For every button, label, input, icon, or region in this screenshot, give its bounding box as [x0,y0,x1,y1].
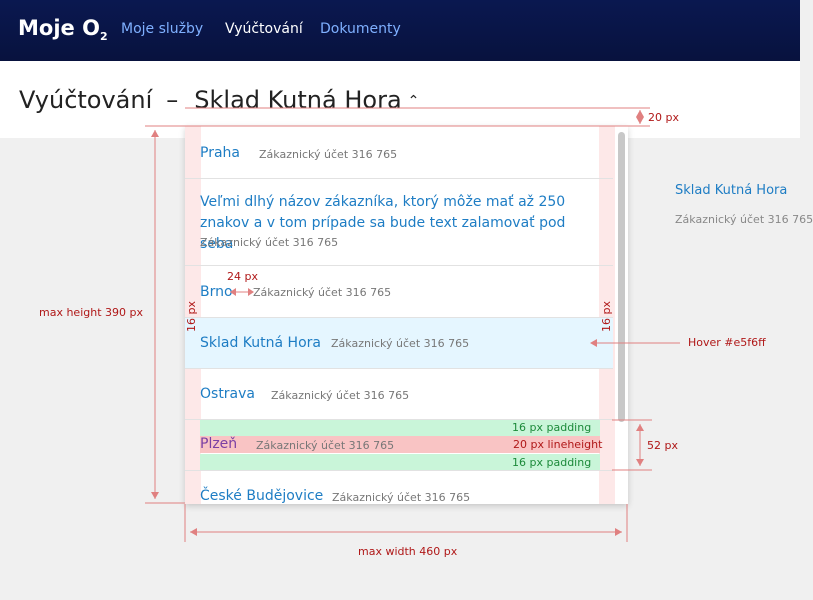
dropdown-item-hover[interactable]: Sklad Kutná Hora Zákaznický účet 316 765 [185,318,613,369]
page-header: Vyúčtování–Sklad Kutná Hora ⌃ [0,61,800,138]
nav-moje-sluzby[interactable]: Moje služby [121,21,204,37]
padding-guide-left [185,126,201,504]
item-name[interactable]: Plzeň [200,436,238,452]
item-name[interactable]: Sklad Kutná Hora [200,335,321,351]
padding-label-bottom: 16 px padding [512,456,592,469]
side-account-number: Zákaznický účet 316 765 [675,213,813,226]
lineheight-guide [200,436,600,453]
account-dropdown[interactable]: Praha Zákaznický účet 316 765 Veľmi dlhý… [185,126,628,504]
dropdown-item[interactable]: Veľmi dlhý názov zákazníka, ktorý môže m… [185,179,613,266]
padding-guide-top [200,420,600,436]
dropdown-item[interactable]: Brno Zákaznický účet 316 765 [185,266,613,318]
lineheight-label: 20 px lineheight [513,438,603,451]
padding-label-top: 16 px padding [512,421,592,434]
item-account: Zákaznický účet 316 765 [253,286,392,299]
title-dash: – [166,86,179,114]
max-width-label: max width 460 px [358,545,458,558]
item-name[interactable]: Praha [200,145,240,161]
max-height-label: max height 390 px [39,306,144,319]
scrollbar-thumb[interactable] [618,132,625,422]
side-account-name[interactable]: Sklad Kutná Hora [675,183,788,198]
item-name[interactable]: Brno [200,284,233,300]
nav-vyuctovani[interactable]: Vyúčtování [225,21,303,37]
account-selector[interactable]: Sklad Kutná Hora ⌃ [194,86,419,114]
chevron-up-icon[interactable]: ⌃ [407,93,420,109]
nav-dokumenty[interactable]: Dokumenty [320,21,401,37]
item-account: Zákaznický účet 316 765 [331,337,470,350]
item-account: Zákaznický účet 316 765 [200,236,339,249]
row-height-label: 52 px [647,439,678,452]
dropdown-item[interactable]: Plzeň Zákaznický účet 316 765 16 px padd… [185,420,613,471]
item-account: Zákaznický účet 316 765 [256,439,395,452]
item-account: Zákaznický účet 316 765 [332,491,471,504]
page-title: Vyúčtování–Sklad Kutná Hora ⌃ [19,86,419,114]
item-account: Zákaznický účet 316 765 [259,148,398,161]
item-account: Zákaznický účet 316 765 [271,389,410,402]
top-navigation-bar: Moje O2 Moje služby Vyúčtování Dokumenty [0,0,800,61]
left-padding-label: 16 px [185,301,198,332]
right-padding-label: 16 px [600,301,613,332]
top-gap-label: 20 px [648,111,679,124]
item-name[interactable]: České Budějovice [200,488,324,504]
padding-guide-right [599,126,615,504]
page-title-text: Vyúčtování [19,86,153,114]
gap-24-label: 24 px [227,270,258,283]
item-name[interactable]: Veľmi dlhý názov zákazníka, ktorý môže m… [200,194,566,252]
dropdown-item[interactable]: České Budějovice Zákaznický účet 316 765 [185,471,613,511]
dropdown-item[interactable]: Ostrava Zákaznický účet 316 765 [185,369,613,420]
hover-label: Hover #e5f6ff [688,336,766,349]
item-name[interactable]: Ostrava [200,386,256,402]
selected-account[interactable]: Sklad Kutná Hora [194,86,402,114]
padding-guide-bottom [200,454,600,470]
logo[interactable]: Moje O2 [18,16,108,44]
dropdown-item[interactable]: Praha Zákaznický účet 316 765 [185,126,613,179]
